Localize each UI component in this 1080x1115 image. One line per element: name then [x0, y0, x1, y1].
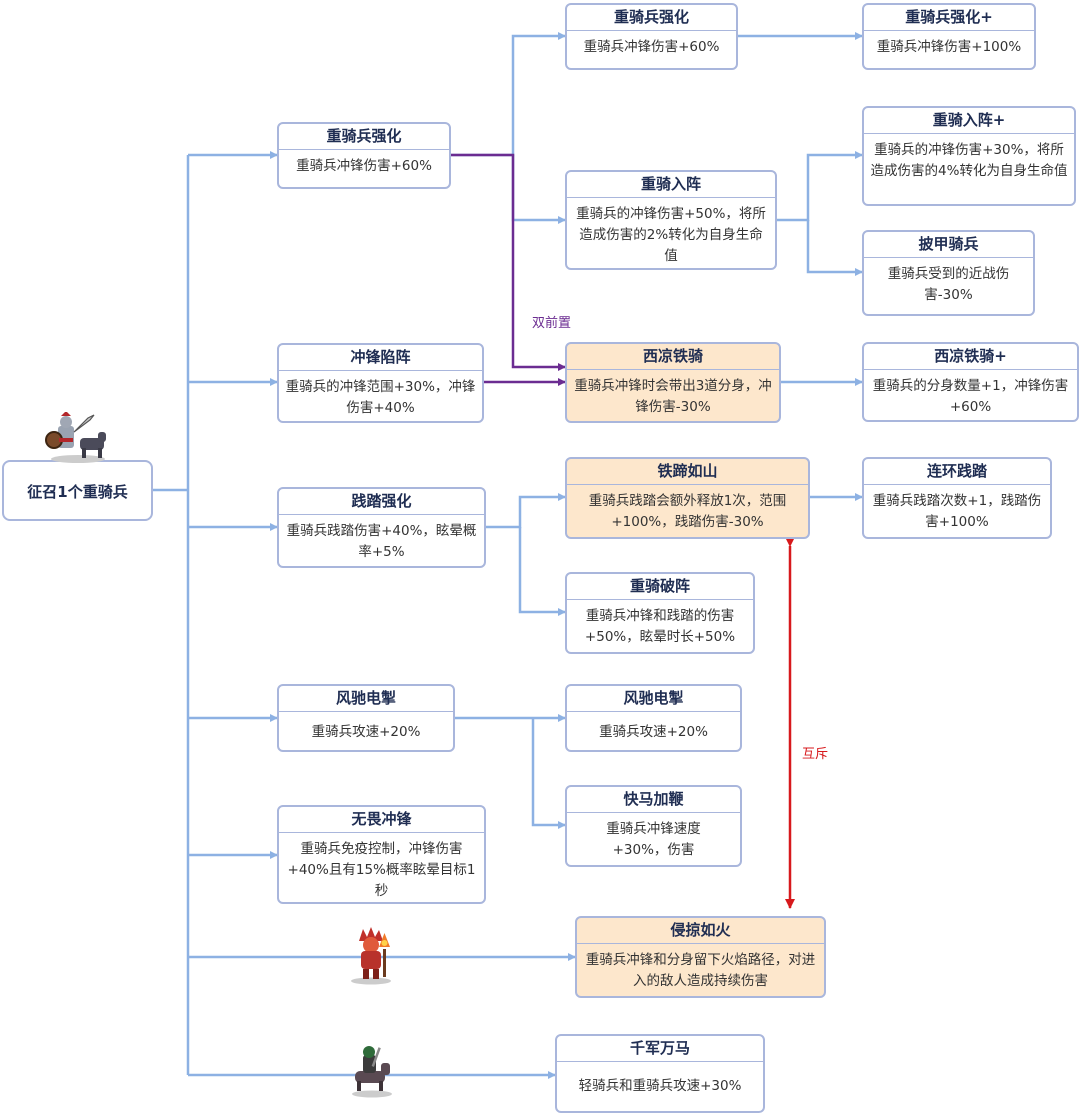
node-title: 披甲骑兵 [864, 232, 1033, 258]
node-m1[interactable]: 重骑兵强化 重骑兵冲锋伤害+60% [565, 3, 738, 70]
node-body: 重骑兵践踏次数+1，践踏伤害+100% [872, 493, 1042, 530]
edge-n3-m5 [518, 527, 566, 616]
mutual-exclusive-label: 互斥 [802, 747, 829, 762]
node-body: 重骑兵冲锋和践踏的伤害+50%，眩晕时长+50% [584, 608, 736, 645]
node-r3[interactable]: 披甲骑兵 重骑兵受到的近战伤害-30% [862, 230, 1035, 316]
node-title: 铁蹄如山 [567, 459, 808, 485]
edge-n1-m1 [451, 32, 566, 157]
node-title: 风驰电掣 [279, 686, 453, 712]
node-body: 重骑兵冲锋速度+30%，伤害+60% [606, 821, 701, 865]
node-title: 践踏强化 [279, 489, 484, 515]
node-n1[interactable]: 重骑兵强化 重骑兵冲锋伤害+60% [277, 122, 451, 189]
node-n3[interactable]: 践踏强化 重骑兵践踏伤害+40%，眩晕概率+5% [277, 487, 486, 568]
dual-prereq-label: 双前置 [532, 316, 572, 331]
node-body: 重骑兵冲锋伤害+60% [296, 158, 432, 174]
node-title: 重骑兵强化 [567, 5, 736, 31]
root-label: 征召1个重骑兵 [27, 483, 128, 501]
node-m8[interactable]: 侵掠如火 重骑兵冲锋和分身留下火焰路径，对进入的敌人造成持续伤害 [575, 916, 826, 998]
node-title: 无畏冲锋 [279, 807, 484, 833]
node-m6[interactable]: 风驰电掣 重骑兵攻速+20% [565, 684, 742, 752]
node-body: 重骑兵免疫控制，冲锋伤害+40%且有15%概率眩晕目标1秒 [287, 841, 476, 899]
edge-prereq-n1-m3 [451, 153, 566, 371]
node-m3[interactable]: 西凉铁骑 重骑兵冲锋时会带出3道分身，冲锋伤害-30% [565, 342, 781, 423]
fire-warrior-sprite-icon [351, 927, 391, 985]
edge-m2-r2 [777, 151, 863, 222]
root-node[interactable]: 征召1个重骑兵 [2, 460, 153, 521]
node-title: 冲锋陷阵 [279, 345, 482, 371]
node-title: 侵掠如火 [577, 918, 824, 944]
node-title: 连环践踏 [864, 459, 1050, 485]
node-body: 轻骑兵和重骑兵攻速+30% [578, 1078, 742, 1094]
node-body: 重骑兵攻速+20% [311, 724, 421, 740]
node-r2[interactable]: 重骑入阵+ 重骑兵的冲锋伤害+30%，将所造成伤害的4%转化为自身生命值 [862, 106, 1076, 206]
node-body: 重骑兵的冲锋伤害+50%，将所造成伤害的2%转化为自身生命值 [576, 206, 766, 264]
node-body: 重骑兵受到的近战伤害-30% [887, 266, 1010, 303]
node-body: 重骑兵冲锋伤害+100% [876, 39, 1022, 55]
node-r1[interactable]: 重骑兵强化+ 重骑兵冲锋伤害+100% [862, 3, 1036, 70]
node-m5[interactable]: 重骑破阵 重骑兵冲锋和践踏的伤害+50%，眩晕时长+50% [565, 572, 755, 654]
node-body: 重骑兵的冲锋范围+30%，冲锋伤害+40% [285, 379, 476, 416]
node-title: 重骑入阵+ [864, 108, 1074, 134]
heavy-cavalry-knight-icon [45, 412, 106, 463]
node-r5[interactable]: 连环践踏 重骑兵践踏次数+1，践踏伤害+100% [862, 457, 1052, 539]
node-r4[interactable]: 西凉铁骑+ 重骑兵的分身数量+1，冲锋伤害+60% [862, 342, 1079, 422]
node-title: 重骑兵强化 [279, 124, 449, 150]
node-title: 千军万马 [557, 1036, 763, 1062]
node-body: 重骑兵践踏伤害+40%，眩晕概率+5% [286, 523, 477, 560]
node-m7[interactable]: 快马加鞭 重骑兵冲锋速度+30%，伤害+60% [565, 785, 742, 867]
node-body: 重骑兵冲锋伤害+60% [583, 39, 720, 55]
node-body: 重骑兵冲锋和分身留下火焰路径，对进入的敌人造成持续伤害 [585, 952, 816, 989]
node-title: 快马加鞭 [567, 787, 740, 813]
node-m9[interactable]: 千军万马 轻骑兵和重骑兵攻速+30% [555, 1034, 765, 1113]
node-body: 重骑兵的分身数量+1，冲锋伤害+60% [872, 378, 1069, 415]
node-title: 风驰电掣 [567, 686, 740, 712]
node-title: 西凉铁骑+ [864, 344, 1077, 370]
node-m4[interactable]: 铁蹄如山 重骑兵践踏会额外释放1次，范围+100%，践踏伤害-30% [565, 457, 810, 539]
node-title: 重骑破阵 [567, 574, 753, 600]
node-body: 重骑兵攻速+20% [599, 724, 708, 740]
node-body: 重骑兵的冲锋伤害+30%，将所造成伤害的4%转化为自身生命值 [870, 142, 1068, 179]
dark-rider-sprite-icon [352, 1046, 392, 1098]
edge-m2-r3 [806, 220, 863, 276]
node-body: 重骑兵践踏会额外释放1次，范围+100%，践踏伤害-30% [588, 493, 787, 530]
node-title: 西凉铁骑 [567, 344, 779, 370]
node-title: 重骑入阵 [567, 172, 775, 198]
edge-n3-m4 [486, 493, 566, 529]
edge-n1-m2 [511, 155, 566, 224]
node-n5[interactable]: 无畏冲锋 重骑兵免疫控制，冲锋伤害+40%且有15%概率眩晕目标1秒 [277, 805, 486, 904]
node-title: 重骑兵强化+ [864, 5, 1034, 31]
node-body: 重骑兵冲锋时会带出3道分身，冲锋伤害-30% [574, 378, 772, 415]
node-m2[interactable]: 重骑入阵 重骑兵的冲锋伤害+50%，将所造成伤害的2%转化为自身生命值 [565, 170, 777, 270]
edge-n4-m7 [531, 718, 566, 829]
node-n2[interactable]: 冲锋陷阵 重骑兵的冲锋范围+30%，冲锋伤害+40% [277, 343, 484, 423]
node-n4[interactable]: 风驰电掣 重骑兵攻速+20% [277, 684, 455, 752]
